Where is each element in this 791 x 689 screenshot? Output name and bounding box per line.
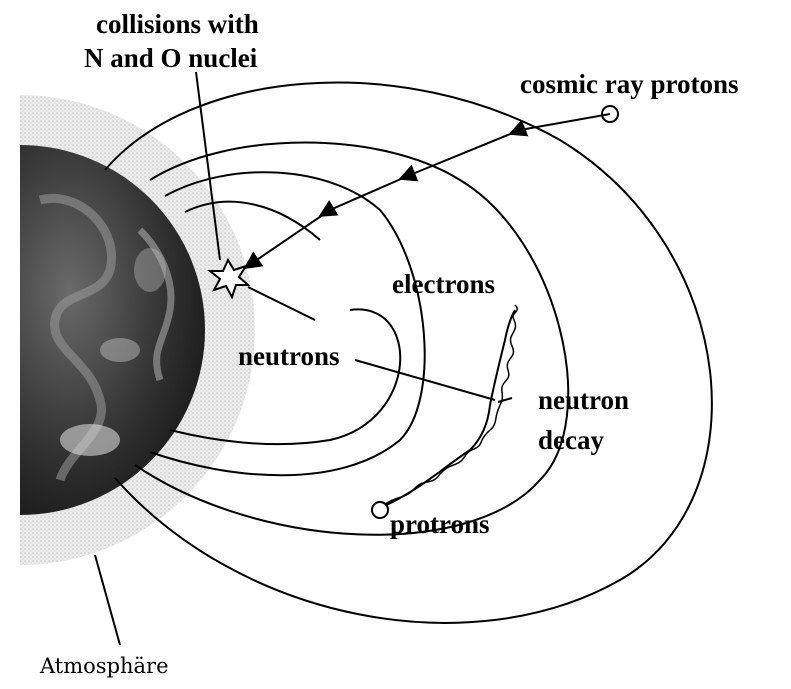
- field-line-inner-low: [169, 308, 402, 446]
- neutron-decay-label-line2: decay: [538, 425, 604, 455]
- cosmic-ray-arrow-3: [318, 199, 339, 217]
- neutron-path: [247, 286, 496, 401]
- proton-endpoint: [371, 501, 389, 519]
- collisions-label-line2: N and O nuclei: [84, 43, 258, 73]
- field-line-2: [134, 141, 570, 536]
- neutrons-label: neutrons: [238, 341, 340, 371]
- cosmic-ray-arrow-1: [508, 119, 529, 137]
- field-line-inner: [184, 200, 321, 241]
- field-lines: [104, 81, 713, 624]
- atmosphere-label: Atmosphäre: [40, 654, 169, 678]
- atmosphere-leader-line: [94, 554, 121, 646]
- protrons-label: protrons: [390, 509, 490, 539]
- field-line-3: [149, 171, 426, 477]
- collision-starburst: [207, 257, 251, 300]
- cosmic-ray-protons-label: cosmic ray protons: [520, 69, 739, 99]
- electrons-label: electrons: [392, 269, 495, 299]
- cosmic-ray-arrow-2: [398, 164, 419, 182]
- neutron-decay-label-line1: neutron: [538, 385, 630, 415]
- collisions-label-line1: collisions with: [96, 9, 259, 39]
- decay-tick: [497, 397, 513, 403]
- proton-spiral-path: [379, 309, 516, 509]
- proton-helix: [379, 304, 518, 509]
- field-line-outer: [104, 81, 713, 624]
- collisions-leader-line: [195, 71, 221, 261]
